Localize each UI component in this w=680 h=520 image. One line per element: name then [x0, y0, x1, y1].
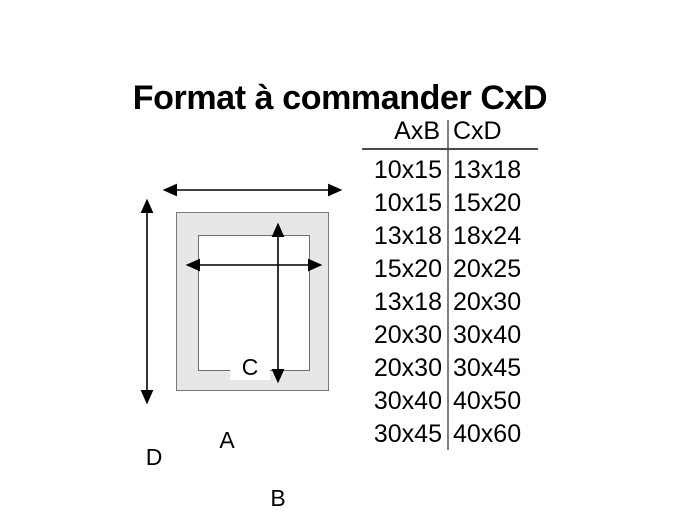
picture-frame-diagram: C D A B [130, 175, 355, 513]
table-row: 13x18 20x30 [352, 286, 552, 319]
cell-cd: 20x25 [453, 255, 522, 283]
table-column-divider [447, 120, 449, 450]
table-row: 13x18 18x24 [352, 220, 552, 253]
table-row: 30x45 40x60 [352, 418, 552, 451]
size-conversion-table: AxB CxD 10x15 13x18 10x15 15x20 13x18 18… [352, 116, 552, 450]
column-header-ab: AxB [394, 117, 440, 145]
cell-ab: 30x45 [373, 420, 442, 448]
cell-ab: 13x18 [373, 222, 442, 250]
table-row: 10x15 15x20 [352, 187, 552, 220]
table-body: 10x15 13x18 10x15 15x20 13x18 18x24 15x2… [352, 154, 552, 451]
cell-ab: 13x18 [373, 288, 442, 316]
dimension-label-b: B [263, 484, 293, 513]
cell-cd: 13x18 [453, 156, 522, 184]
table-row: 10x15 13x18 [352, 154, 552, 187]
cell-ab: 15x20 [373, 255, 442, 283]
cell-cd: 18x24 [453, 222, 522, 250]
table-row: 30x40 40x50 [352, 385, 552, 418]
cell-cd: 15x20 [453, 189, 522, 217]
table-row: 15x20 20x25 [352, 253, 552, 286]
cell-cd: 30x40 [453, 321, 522, 349]
column-header-cd: CxD [453, 117, 502, 145]
cell-ab: 20x30 [373, 321, 442, 349]
cell-ab: 30x40 [373, 387, 442, 415]
cell-cd: 20x30 [453, 288, 522, 316]
table-header-rule [362, 148, 538, 150]
dimension-label-a: A [211, 428, 243, 453]
table-row: 20x30 30x40 [352, 319, 552, 352]
dimension-label-c: C [230, 355, 270, 380]
page-title: Format à commander CxD [132, 79, 548, 117]
dimension-label-d: D [139, 443, 169, 472]
table-row: 20x30 30x45 [352, 352, 552, 385]
cell-ab: 10x15 [373, 156, 442, 184]
cell-cd: 30x45 [453, 354, 522, 382]
cell-cd: 40x60 [453, 420, 522, 448]
cell-ab: 20x30 [373, 354, 442, 382]
table-header-row: AxB CxD [352, 116, 552, 146]
frame-aperture [198, 235, 310, 371]
cell-ab: 10x15 [373, 189, 442, 217]
cell-cd: 40x50 [453, 387, 522, 415]
